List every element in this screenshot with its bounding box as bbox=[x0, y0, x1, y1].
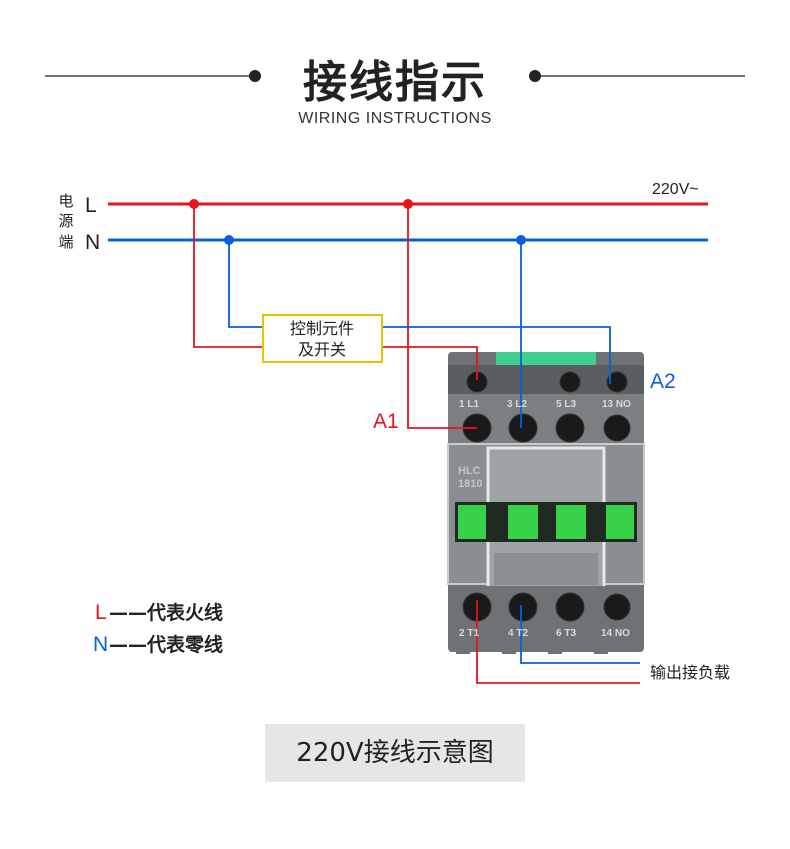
output-label: 输出接负载 bbox=[650, 663, 730, 682]
terminal-label: 5 L3 bbox=[556, 399, 576, 410]
page-subtitle: WIRING INSTRUCTIONS bbox=[298, 110, 492, 127]
terminal-label: 3 L2 bbox=[507, 399, 527, 410]
legend-key-N: N bbox=[93, 633, 108, 656]
source-char: 电 bbox=[58, 192, 73, 210]
model-label: HLC bbox=[458, 465, 481, 477]
legend-text-N: ——代表零线 bbox=[109, 633, 223, 656]
control-box-line1: 控制元件 bbox=[290, 319, 354, 338]
a2-label: A2 bbox=[650, 370, 676, 393]
terminal-label: 14 NO bbox=[601, 628, 630, 639]
control-box-line2: 及开关 bbox=[298, 340, 346, 359]
voltage-label: 220V~ bbox=[652, 181, 699, 198]
junction-dot bbox=[516, 235, 526, 245]
page-title: 接线指示 bbox=[303, 57, 487, 108]
diagram-caption: 220V接线示意图 bbox=[265, 724, 525, 782]
model-label: 1810 bbox=[458, 478, 482, 490]
a1-label: A1 bbox=[373, 410, 399, 433]
junction-dot bbox=[403, 199, 413, 209]
contactor-image bbox=[447, 352, 645, 654]
label-N: N bbox=[85, 231, 100, 254]
label-L: L bbox=[85, 194, 97, 217]
junction-dot bbox=[224, 235, 234, 245]
title-dot-left bbox=[249, 70, 261, 82]
source-char: 端 bbox=[58, 233, 73, 251]
terminal-label: 1 L1 bbox=[459, 399, 479, 410]
junction-dot bbox=[189, 199, 199, 209]
terminal-label: 13 NO bbox=[602, 399, 631, 410]
legend-text-L: ——代表火线 bbox=[109, 601, 223, 624]
source-char: 源 bbox=[58, 212, 73, 230]
neutral-wires bbox=[228, 240, 640, 664]
terminal-label: 4 T2 bbox=[508, 628, 528, 639]
control-box bbox=[262, 314, 383, 363]
terminal-label: 6 T3 bbox=[556, 628, 576, 639]
terminal-label: 2 T1 bbox=[459, 628, 479, 639]
live-wires bbox=[193, 204, 640, 684]
title-dot-right bbox=[529, 70, 541, 82]
legend-key-L: L bbox=[95, 601, 107, 624]
